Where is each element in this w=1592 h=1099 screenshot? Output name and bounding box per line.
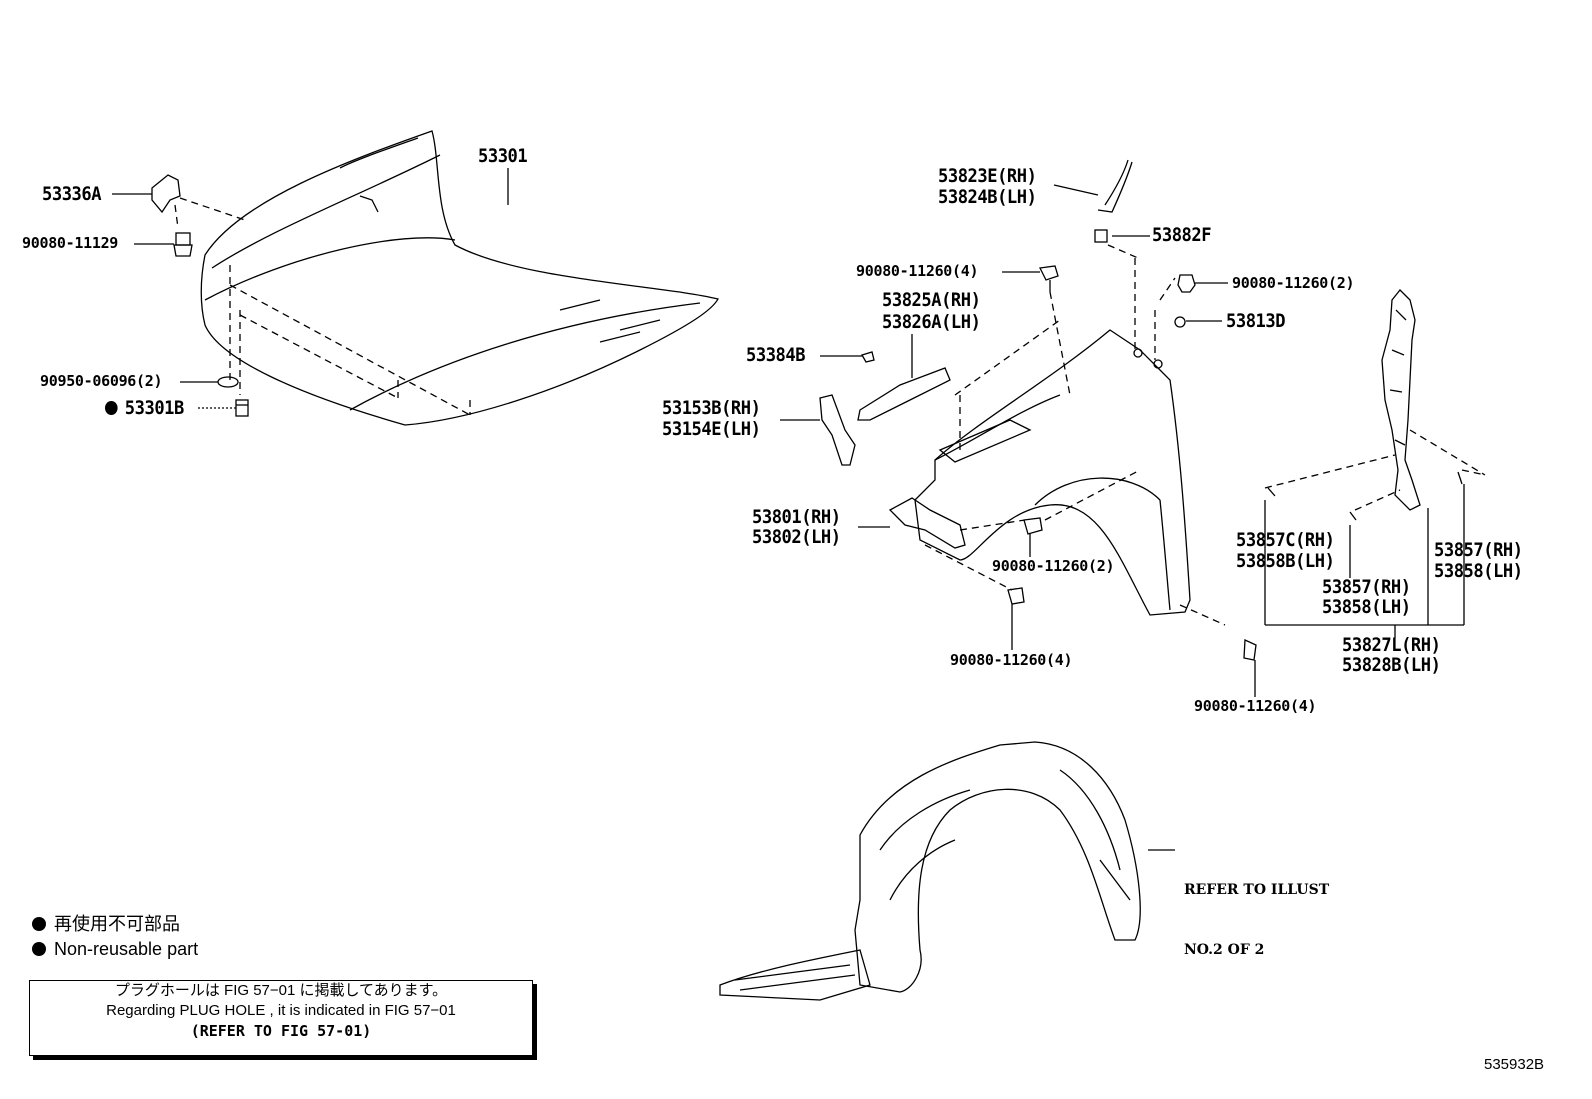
- legend-bullet-icon: [32, 942, 46, 956]
- label-90080-11129: 90080-11129: [22, 234, 119, 252]
- label-53857-right: 53857(RH): [1434, 539, 1523, 561]
- plug-hole-note-box: プラグホールは FIG 57−01 に掲載してあります。 Regarding P…: [29, 980, 533, 1056]
- fender-drawing: [914, 329, 1191, 616]
- legend-en: Non-reusable part: [32, 940, 198, 958]
- refer-line-1: REFER TO ILLUST: [1184, 882, 1330, 898]
- label-53825A: 53825A(RH): [882, 289, 981, 311]
- label-90080-11260-2b: 90080-11260(2): [992, 557, 1115, 575]
- label-90950-06096: 90950-06096(2): [40, 372, 163, 390]
- refer-illust-note: REFER TO ILLUST NO.2 OF 2: [1184, 840, 1329, 980]
- label-53801: 53801(RH): [752, 506, 841, 528]
- legend-bullet-icon: [32, 917, 46, 931]
- label-53153B: 53153B(RH): [662, 397, 761, 419]
- label-90080-11260-4c: 90080-11260(4): [1194, 697, 1317, 715]
- label-53858-mid: 53858(LH): [1322, 596, 1411, 618]
- hood-drawing: [200, 130, 719, 426]
- note-line-refer: (REFER TO FIG 57-01): [190, 1022, 372, 1040]
- label-53384B: 53384B: [746, 344, 806, 366]
- note-line-jp: プラグホールは FIG 57−01 に掲載してあります。: [114, 982, 448, 999]
- label-53858B: 53858B(LH): [1236, 550, 1335, 572]
- label-53301B: 53301B: [105, 399, 184, 418]
- label-53857C: 53857C(RH): [1236, 529, 1335, 551]
- label-53823E: 53823E(RH): [938, 165, 1037, 187]
- label-53857-mid: 53857(RH): [1322, 576, 1411, 598]
- label-90080-11260-4a: 90080-11260(4): [856, 262, 979, 280]
- label-53858-right: 53858(LH): [1434, 560, 1523, 582]
- fender-liner-drawing: [719, 741, 1141, 1001]
- figure-code: 535932B: [1484, 1056, 1545, 1073]
- refer-line-2: NO.2 OF 2: [1184, 942, 1265, 958]
- label-53154E: 53154E(LH): [662, 418, 761, 440]
- label-90080-11260-4b: 90080-11260(4): [950, 651, 1073, 669]
- note-line-en: Regarding PLUG HOLE , it is indicated in…: [106, 1002, 456, 1019]
- label-53824B: 53824B(LH): [938, 186, 1037, 208]
- non-reusable-bullet-icon: [105, 401, 118, 415]
- label-53827L: 53827L(RH): [1342, 634, 1441, 656]
- label-53882F: 53882F: [1152, 224, 1212, 246]
- label-53336A: 53336A: [42, 183, 102, 205]
- label-53813D: 53813D: [1226, 310, 1286, 332]
- legend-jp: 再使用不可部品: [32, 915, 180, 933]
- label-53826A: 53826A(LH): [882, 311, 981, 333]
- label-53301: 53301: [478, 145, 528, 167]
- label-53802: 53802(LH): [752, 526, 841, 548]
- label-90080-11260-2a: 90080-11260(2): [1232, 274, 1355, 292]
- label-53828B: 53828B(LH): [1342, 654, 1441, 676]
